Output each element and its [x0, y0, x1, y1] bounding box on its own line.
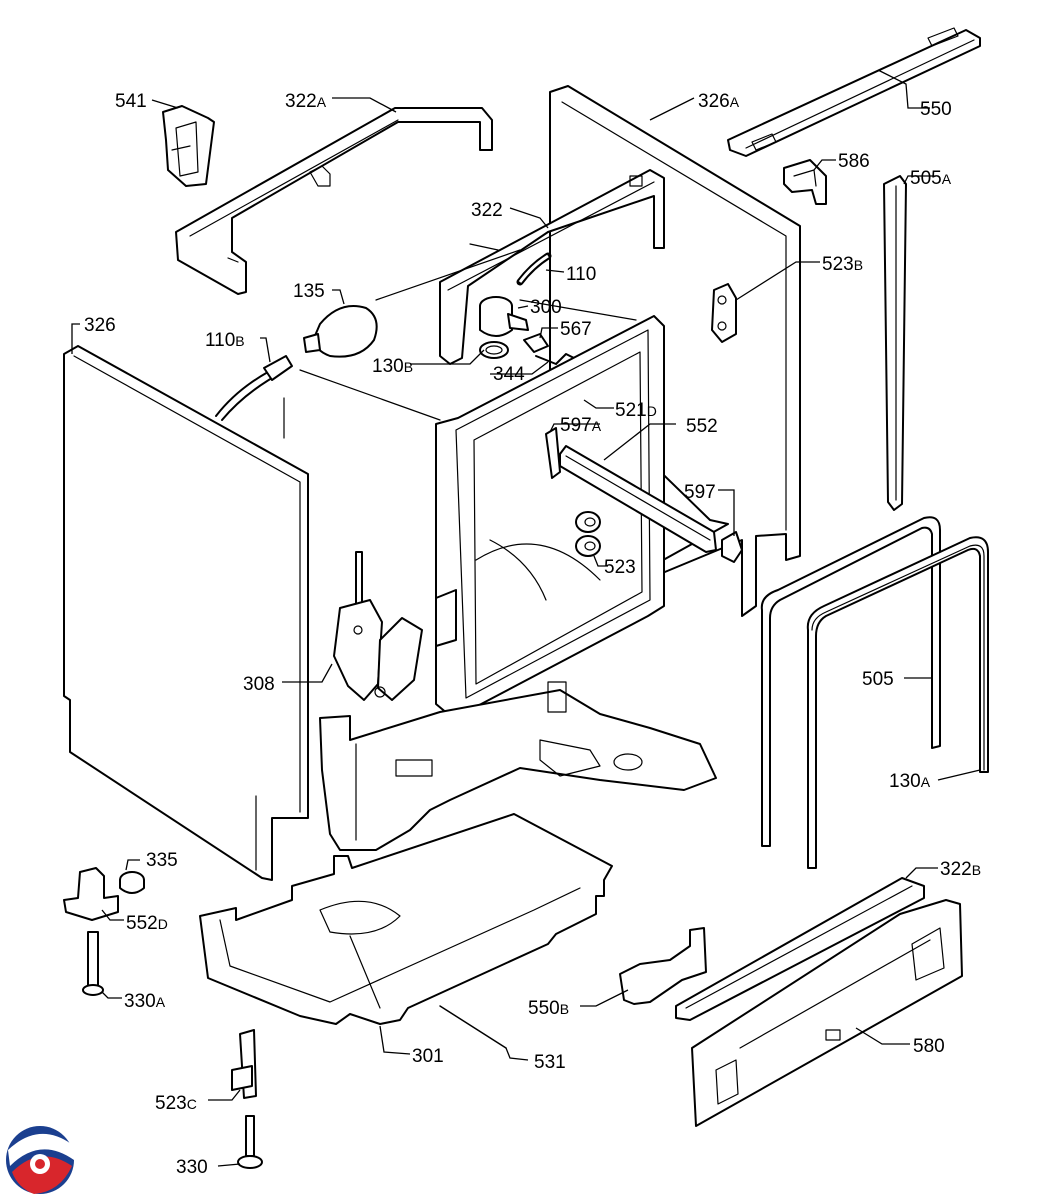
part-110b-hose: [215, 355, 293, 421]
label-550: 550: [920, 99, 952, 120]
part-330a-screw: [82, 931, 104, 996]
label-326a: 326A: [698, 91, 740, 112]
part-335-gear: [119, 871, 145, 894]
part-541: [162, 105, 215, 187]
part-330-screw: [237, 1115, 263, 1169]
part-322-frame: [439, 169, 665, 365]
label-330a: 330A: [124, 991, 166, 1012]
label-597: 597: [684, 482, 716, 503]
part-tub-front-frame: [435, 315, 665, 715]
part-552-rail: [559, 445, 717, 553]
part-300-valve: [479, 296, 529, 337]
label-110b: 110B: [205, 330, 245, 351]
label-586: 586: [838, 151, 870, 172]
label-567: 567: [560, 319, 592, 340]
part-301-base-tray: [199, 813, 613, 1025]
part-130a-gasket: [806, 536, 989, 869]
part-135-cap: [303, 305, 378, 358]
part-308-hinge: [333, 551, 423, 701]
label-301: 301: [412, 1046, 444, 1067]
label-552: 552: [686, 416, 718, 437]
label-130a: 130A: [889, 771, 931, 792]
label-523: 523: [604, 557, 636, 578]
part-505a-strip: [883, 175, 907, 511]
part-550b-bracket: [619, 927, 707, 1005]
part-322b-rail: [675, 877, 925, 1021]
label-550b: 550B: [528, 998, 569, 1019]
label-322: 322: [471, 200, 503, 221]
part-567-clip: [523, 333, 549, 353]
part-322a-top-frame: [175, 107, 493, 295]
label-531: 531: [534, 1052, 566, 1073]
label-322a: 322A: [285, 91, 327, 112]
label-344: 344: [493, 364, 525, 385]
label-580: 580: [913, 1036, 945, 1057]
part-580-plinth: [691, 899, 963, 1127]
label-505: 505: [862, 669, 894, 690]
brand-logo-icon: [6, 1126, 74, 1194]
label-330: 330: [176, 1157, 208, 1178]
label-130b: 130B: [372, 356, 413, 377]
label-541: 541: [115, 91, 147, 112]
part-tub-body: [283, 243, 637, 439]
part-586-bracket: [783, 159, 827, 205]
label-597a: 597A: [560, 415, 602, 436]
callout-labels: 541 322A 326A 550 586 505A 322 110 523B …: [84, 91, 981, 1178]
part-523c-bracket: [231, 1029, 257, 1099]
label-521d: 521D: [615, 400, 657, 421]
part-110-hose: [516, 252, 552, 286]
label-322b: 322B: [940, 859, 981, 880]
label-308: 308: [243, 674, 275, 695]
label-552d: 552D: [126, 913, 168, 934]
part-523-coupling: [575, 511, 601, 557]
leader-lines: [71, 69, 981, 1167]
label-505a: 505A: [910, 168, 952, 189]
part-597a-clip: [545, 427, 561, 479]
part-130b-ring: [479, 341, 509, 359]
label-300: 300: [530, 297, 562, 318]
part-base-frame: [319, 681, 717, 851]
part-531-rod: [439, 1005, 507, 1049]
part-552d-switch: [63, 867, 119, 921]
label-335: 335: [146, 850, 178, 871]
label-135: 135: [293, 281, 325, 302]
part-326-side-panel: [63, 345, 309, 881]
part-550-rail: [727, 27, 981, 157]
label-523c: 523C: [155, 1093, 197, 1114]
part-505-gasket: [760, 516, 941, 847]
label-326: 326: [84, 315, 116, 336]
label-110: 110: [566, 264, 596, 285]
label-523b: 523B: [822, 254, 863, 275]
part-523b-grommet: [711, 283, 737, 343]
